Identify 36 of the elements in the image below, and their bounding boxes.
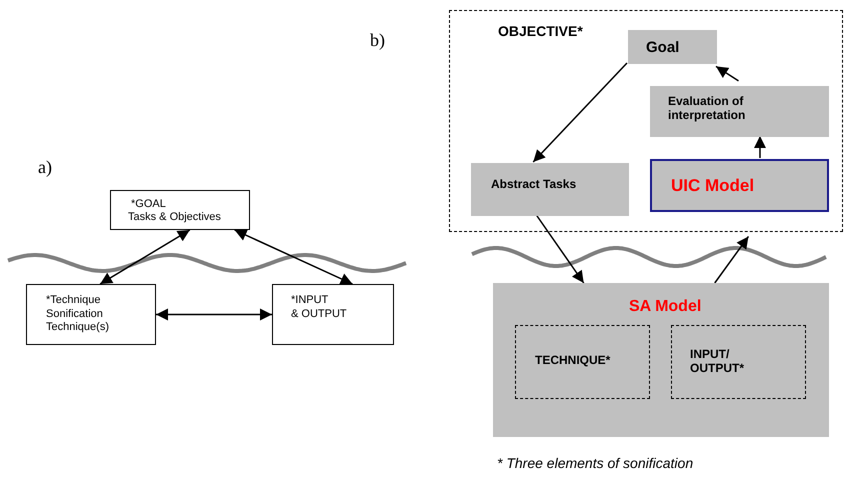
process-box: [110, 190, 250, 230]
footnote: * Three elements of sonification: [497, 455, 694, 471]
panel-label: b): [370, 30, 385, 51]
process-box: [272, 284, 394, 345]
dashed-group-box: [671, 325, 806, 399]
box-label: SA Model: [629, 298, 702, 316]
dashed-group-box: [449, 10, 843, 232]
box-label: OBJECTIVE*: [498, 23, 583, 40]
process-box: [493, 283, 829, 437]
arrow: [156, 308, 272, 320]
box-label: & OUTPUT: [291, 308, 347, 321]
arrow: [532, 62, 628, 163]
process-box: [628, 30, 717, 64]
box-label: Evaluation of interpretation: [668, 94, 746, 123]
process-box: [471, 163, 629, 216]
arrow: [714, 236, 750, 284]
panel-label: a): [38, 157, 52, 178]
box-label: Tasks & Objectives: [128, 211, 221, 224]
box-label: Goal: [646, 39, 680, 56]
arrow: [716, 66, 739, 82]
arrow: [234, 229, 353, 285]
arrow: [754, 136, 766, 158]
box-label: Sonification Technique(s): [46, 308, 110, 334]
box-label: UIC Model: [671, 176, 754, 196]
box-heading: *GOAL: [131, 198, 166, 211]
box-label: Abstract Tasks: [491, 178, 576, 192]
arrow: [536, 214, 584, 284]
box-heading: *INPUT: [291, 294, 328, 307]
process-box: [650, 86, 829, 137]
model-box: [650, 159, 829, 212]
box-label: INPUT/ OUTPUT*: [690, 347, 745, 376]
dashed-group-box: [515, 325, 650, 399]
process-box: [26, 284, 156, 345]
arrow: [100, 229, 190, 285]
box-label: TECHNIQUE*: [535, 354, 610, 368]
box-heading: *Technique: [46, 294, 100, 307]
